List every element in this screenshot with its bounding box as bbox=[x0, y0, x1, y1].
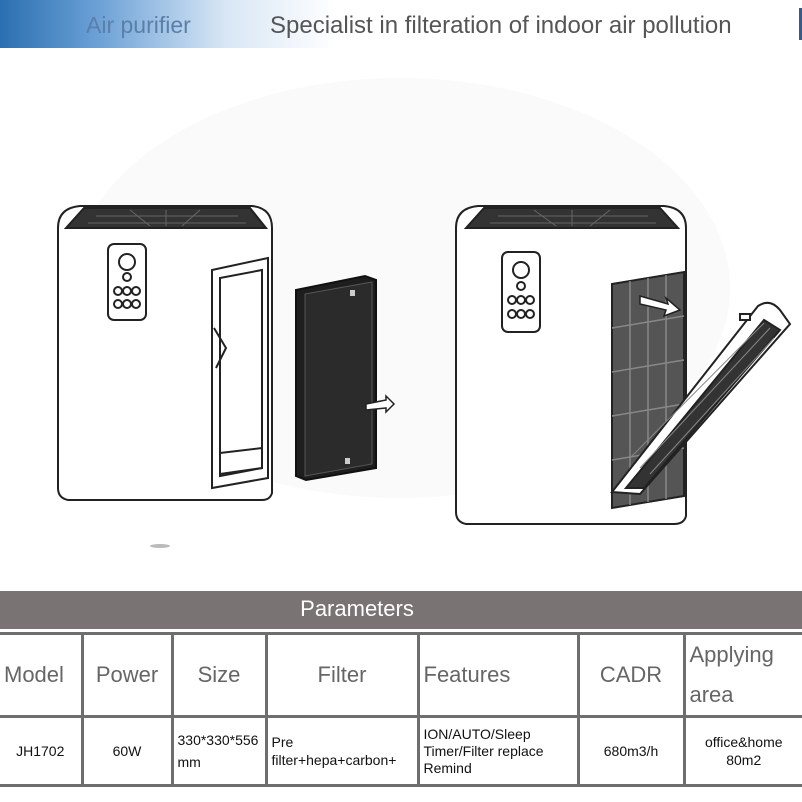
parameters-table: Model Power Size Filter Features CADR Ap… bbox=[0, 632, 802, 787]
purifier-unit-open-left bbox=[57, 205, 273, 501]
banner-tagline: Specialist in filteration of indoor air … bbox=[270, 12, 732, 39]
table-row: JH1702 60W 330*330*556mm Pre filter+hepa… bbox=[0, 715, 802, 787]
header-applying-area: Applying area bbox=[682, 632, 802, 718]
header-banner: Air purifier Specialist in filteration o… bbox=[0, 0, 802, 48]
value-power: 60W bbox=[80, 715, 174, 787]
header-cadr: CADR bbox=[576, 632, 686, 718]
value-filter: Pre filter+hepa+carbon+ bbox=[264, 715, 420, 787]
value-model: JH1702 bbox=[0, 715, 84, 787]
banner-product-name: Air purifier bbox=[86, 12, 191, 38]
parameters-title: Parameters bbox=[300, 596, 414, 621]
product-illustration bbox=[57, 78, 792, 548]
header-power: Power bbox=[80, 632, 174, 718]
header-size: Size bbox=[170, 632, 268, 718]
parameters-header-bar: Parameters bbox=[0, 591, 802, 629]
value-cadr: 680m3/h bbox=[576, 715, 686, 787]
carbon-filter-cartridge bbox=[295, 274, 396, 482]
banner-accent-bar bbox=[799, 8, 802, 40]
header-model: Model bbox=[0, 632, 84, 718]
header-filter: Filter bbox=[264, 632, 420, 718]
value-applying-area: office&home 80m2 bbox=[682, 715, 802, 787]
header-features: Features bbox=[416, 632, 580, 718]
value-size: 330*330*556mm bbox=[170, 715, 268, 787]
table-header-row: Model Power Size Filter Features CADR Ap… bbox=[0, 632, 802, 718]
value-features: ION/AUTO/Sleep Timer/Filter replace Remi… bbox=[416, 715, 580, 787]
purifier-unit-filter-door bbox=[455, 205, 792, 525]
